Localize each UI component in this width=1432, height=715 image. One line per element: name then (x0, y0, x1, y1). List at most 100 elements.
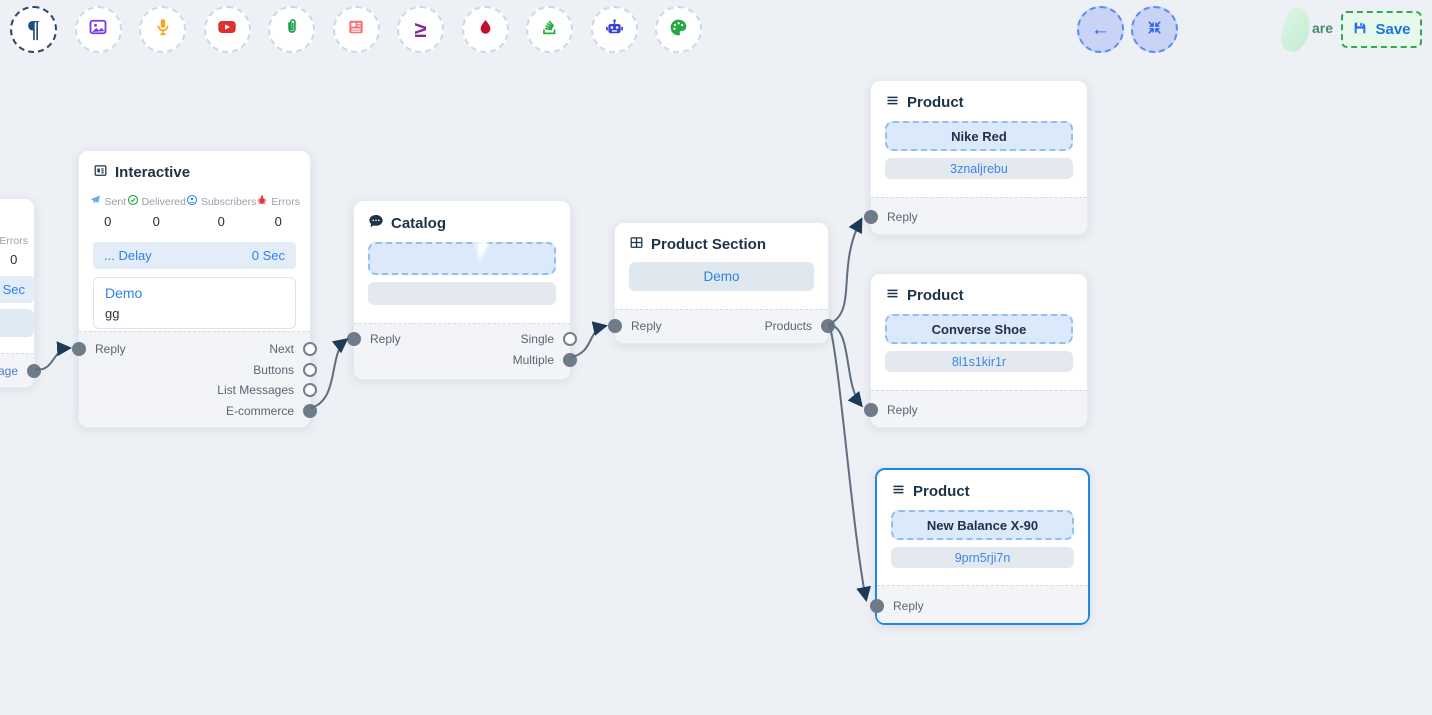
product-code-field[interactable]: 8l1s1kir1r (885, 351, 1073, 372)
output-listmessages-label: List Messages (217, 383, 294, 398)
message-output-handle[interactable] (27, 364, 41, 379)
output-single-handle[interactable] (563, 332, 577, 347)
output-multiple-handle[interactable] (563, 352, 577, 367)
message-body: gg (105, 306, 120, 321)
tool-audio-button[interactable] (139, 6, 186, 53)
tool-image-button[interactable] (74, 6, 122, 53)
catalog-gray-field[interactable] (368, 282, 556, 305)
node-title: Product Section (651, 236, 767, 253)
output-next-handle[interactable] (303, 342, 317, 357)
node-product-2[interactable]: Product Converse Shoe 8l1s1kir1r Reply (864, 273, 1088, 428)
interactive-icon (93, 163, 108, 182)
output-next-label: Next (269, 342, 294, 357)
partial-delay-chip[interactable]: 0 Sec (0, 276, 34, 303)
image-icon (88, 17, 108, 42)
tool-palette-button[interactable] (655, 6, 702, 53)
output-listmessages-handle[interactable] (303, 383, 317, 398)
delay-value: 0 Sec (251, 248, 285, 263)
fit-view-button[interactable] (1131, 6, 1178, 53)
node-product-section[interactable]: Product Section Demo Reply Products (608, 222, 835, 344)
node-catalog[interactable]: Catalog Reply Single Multiple (347, 200, 577, 380)
output-ecommerce-handle[interactable] (303, 403, 317, 418)
node-partial-left[interactable]: Errors 0 0 Sec Message (0, 198, 41, 388)
partial-node-footer: Message (0, 353, 41, 387)
delay-row[interactable]: ... Delay 0 Sec (93, 242, 296, 269)
partial-node-body: Errors 0 0 Sec (0, 199, 34, 353)
output-multiple-label: Multiple (512, 352, 554, 367)
product-code-field[interactable]: 3znaljrebu (885, 158, 1073, 179)
save-button[interactable]: Save (1341, 11, 1422, 48)
output-buttons-label: Buttons (253, 362, 294, 377)
reply-input-handle[interactable] (864, 403, 878, 418)
section-demo-button[interactable]: Demo (629, 262, 814, 291)
reply-input-label: Reply (893, 599, 924, 614)
product-name-field[interactable]: Nike Red (885, 121, 1073, 151)
reply-input-handle[interactable] (347, 332, 361, 347)
paper-plane-icon (89, 194, 101, 209)
node-title: Product (907, 94, 964, 111)
edge-products-product2 (828, 323, 863, 408)
product-name-field[interactable]: New Balance X-90 (891, 510, 1074, 540)
node-toolbar: ¶ ≥ (10, 6, 702, 53)
product-footer: Reply (864, 390, 1087, 427)
floppy-icon (1352, 20, 1368, 40)
product-name-field[interactable]: Converse Shoe (885, 314, 1073, 344)
message-box[interactable]: Demo gg (93, 277, 296, 329)
node-product-1[interactable]: Product Nike Red 3znaljrebu Reply (864, 80, 1088, 235)
output-products-handle[interactable] (821, 319, 835, 334)
bars-icon (885, 286, 900, 305)
tool-video-button[interactable] (203, 6, 251, 53)
bars-icon (891, 482, 906, 501)
message-output-label: Message (0, 364, 18, 379)
message-title: Demo (105, 285, 143, 301)
tool-text-button[interactable]: ¶ (10, 6, 57, 53)
product-body: Product Converse Shoe 8l1s1kir1r (871, 274, 1087, 390)
tool-drip-button[interactable] (461, 6, 509, 53)
catalog-footer: Reply Single Multiple (347, 323, 577, 379)
cursor-artifact (472, 240, 490, 264)
reply-input-label: Reply (95, 342, 126, 357)
output-single-label: Single (520, 332, 554, 347)
node-product-3-selected[interactable]: Product New Balance X-90 9prn5rji7n Repl… (870, 468, 1090, 625)
stat-sent: Sent 0 (89, 194, 127, 229)
tool-attachment-button[interactable] (268, 6, 315, 53)
stack-icon (540, 17, 560, 42)
tool-sequence-button[interactable]: ≥ (397, 6, 444, 53)
greater-equal-icon: ≥ (414, 16, 427, 42)
tool-bot-button[interactable] (590, 6, 638, 53)
node-title: Catalog (391, 214, 447, 232)
catalog-dashed-field[interactable] (368, 240, 556, 275)
arrow-left-icon: ← (1091, 18, 1110, 40)
reply-input-handle[interactable] (870, 599, 884, 614)
tool-news-button[interactable] (332, 6, 380, 53)
product-body: Product New Balance X-90 9prn5rji7n (877, 470, 1088, 585)
back-button[interactable]: ← (1077, 6, 1124, 53)
product-section-body: Product Section Demo (615, 223, 828, 309)
partial-quickreply-box[interactable] (0, 309, 34, 337)
tool-stack-button[interactable] (526, 6, 573, 53)
newspaper-icon (346, 17, 366, 42)
share-button-partial[interactable]: are (1312, 20, 1334, 36)
table-icon (629, 235, 644, 254)
interactive-footer: Reply Next Buttons List Messages E-comme… (72, 331, 317, 427)
youtube-icon (216, 16, 238, 43)
edge-message-reply (34, 341, 72, 371)
stat-subscribers: Subscribers 0 (186, 194, 256, 229)
reply-input-handle[interactable] (608, 319, 622, 334)
node-interactive[interactable]: Interactive Sent 0 Delivered 0 Subscribe… (72, 150, 317, 428)
reply-input-handle[interactable] (864, 210, 878, 225)
node-title: Product (913, 483, 970, 500)
product-section-footer: Reply Products (608, 309, 835, 343)
node-title: Product (907, 287, 964, 304)
output-buttons-handle[interactable] (303, 362, 317, 377)
save-label: Save (1375, 21, 1411, 38)
reply-input-label: Reply (887, 403, 918, 418)
stat-delivered: Delivered 0 (127, 194, 186, 229)
share-button-glow (1278, 5, 1314, 55)
reply-input-handle[interactable] (72, 342, 86, 357)
product-code-field[interactable]: 9prn5rji7n (891, 547, 1074, 568)
pilcrow-icon: ¶ (27, 16, 40, 43)
check-circle-icon (127, 194, 139, 209)
product-footer: Reply (864, 197, 1087, 234)
